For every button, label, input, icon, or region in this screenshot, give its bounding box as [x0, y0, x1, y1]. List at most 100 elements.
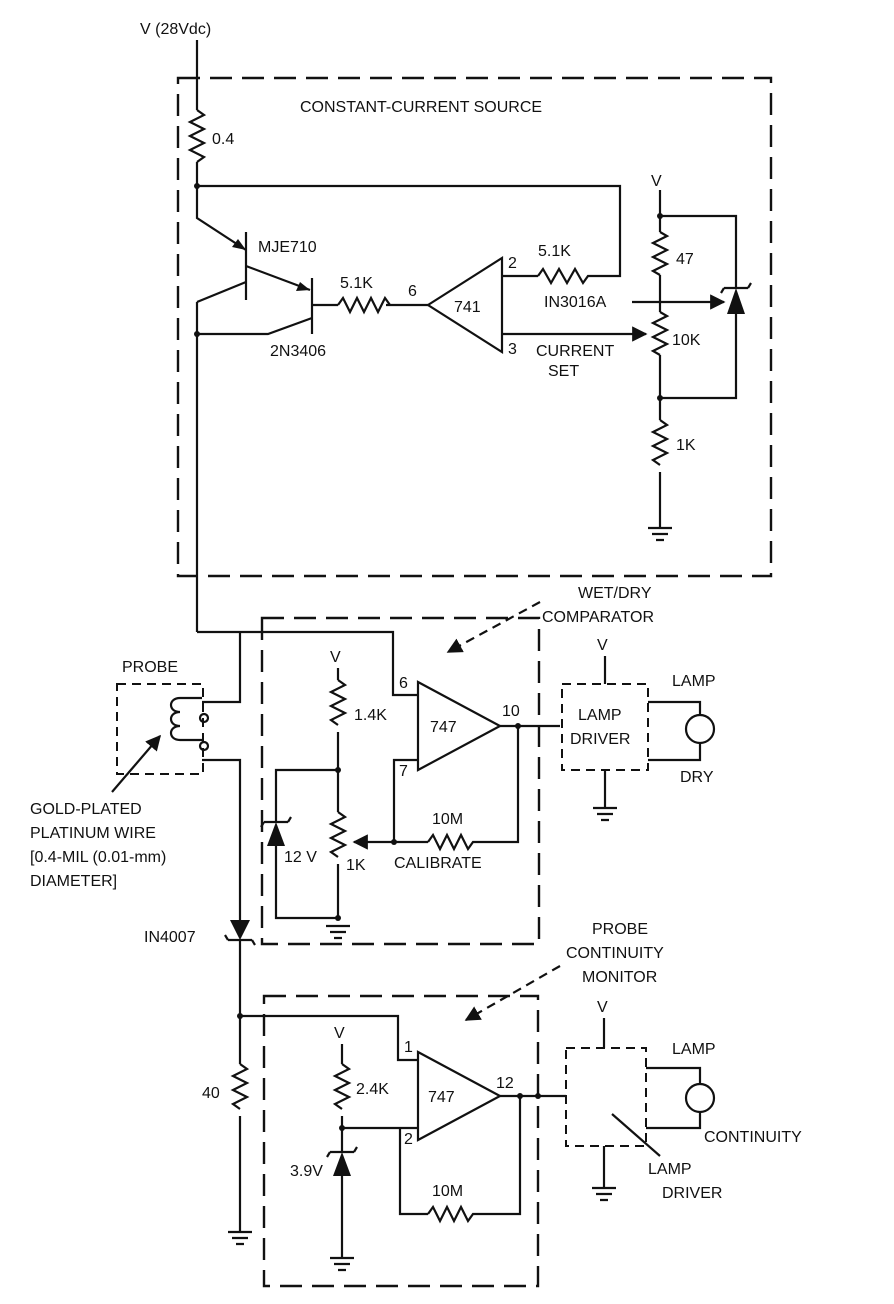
zener-12v: [260, 816, 292, 846]
zener-3-9v-label: 3.9V: [290, 1163, 323, 1180]
ground-lamp-driver-continuity: [592, 1186, 616, 1202]
pin-10-label: 10: [502, 703, 520, 720]
wire-pointer: [111, 734, 162, 793]
pin-7-label: 7: [399, 763, 408, 780]
continuity-label: CONTINUITY: [704, 1129, 802, 1146]
pin-6b-label: 6: [399, 675, 408, 692]
pot-1k-label: 1K: [346, 857, 366, 874]
resistor-5-1k-base: [337, 295, 391, 315]
current-set-label-2: SET: [548, 363, 579, 380]
lamp-driver-dry-label-1: LAMP: [578, 707, 622, 724]
zener-12v-label: 12 V: [284, 849, 317, 866]
pot-10k-label: 10K: [672, 332, 701, 349]
resistor-10m-comparator: [427, 726, 520, 852]
q1-label: MJE710: [258, 239, 317, 256]
opamp-741: [425, 255, 504, 355]
lamp-driver-continuity: [565, 1047, 647, 1147]
ccs-title: CONSTANT-CURRENT SOURCE: [300, 99, 542, 116]
v-top-label: V: [651, 173, 662, 190]
pot-1k: [328, 811, 348, 858]
ground-lamp-driver-dry: [593, 806, 617, 822]
q2-label: 2N3406: [270, 343, 326, 360]
wet-dry-label-1: WET/DRY: [578, 585, 652, 602]
resistor-1-4k: [328, 679, 348, 726]
r-10m-monitor-label: 10M: [432, 1183, 463, 1200]
v-lamp-driver-continuity-label: V: [597, 999, 608, 1016]
lamp-dry-label: LAMP: [672, 673, 716, 690]
pin-3-label: 3: [508, 341, 517, 358]
wire-label-1: GOLD-PLATED: [30, 801, 142, 818]
v-monitor-label: V: [334, 1025, 345, 1042]
resistor-0-4: [187, 109, 207, 163]
r-5-1k-fb-label: 5.1K: [538, 243, 571, 260]
lamp-continuity-label: LAMP: [672, 1041, 716, 1058]
probe-label: PROBE: [122, 659, 178, 676]
resistor-2-4k: [332, 1063, 352, 1110]
wire-label-2: PLATINUM WIRE: [30, 825, 156, 842]
pin-2b-label: 2: [404, 1131, 413, 1148]
ground-monitor: [330, 1256, 354, 1272]
resistor-1k: [650, 419, 670, 466]
supply-line: [187, 40, 207, 189]
opamp-747-monitor-label: 747: [428, 1089, 455, 1106]
zener-3-9v: [326, 1146, 358, 1176]
transistor-mje710: [195, 186, 248, 304]
pin-2-label: 2: [508, 255, 517, 272]
r-10m-comparator-label: 10M: [432, 811, 463, 828]
probe-wire-coil: [169, 696, 202, 742]
r-47-label: 47: [676, 251, 694, 268]
probe: [116, 683, 242, 920]
ccs-boundary: [176, 76, 773, 578]
lamp-driver-dry-label-2: DRIVER: [570, 731, 630, 748]
pin-6-label: 6: [408, 283, 417, 300]
zener-in3016a-label: IN3016A: [544, 294, 607, 311]
opamp-747-monitor: [416, 1050, 503, 1142]
current-set-label-1: CURRENT: [536, 343, 614, 360]
opamp-747-comparator-label: 747: [430, 719, 457, 736]
pcm-label-3: MONITOR: [582, 969, 657, 986]
ground-40: [228, 1230, 252, 1246]
opamp-747-comparator: [416, 680, 503, 772]
wire-label-3: [0.4-MIL (0.01-mm): [30, 849, 166, 866]
diode-label: IN4007: [144, 929, 196, 946]
resistor-10m-monitor: [427, 1096, 522, 1224]
pcm-label-2: CONTINUITY: [566, 945, 664, 962]
r-1k-label: 1K: [676, 437, 696, 454]
r-40-label: 40: [202, 1085, 220, 1102]
r-2-4k-label: 2.4K: [356, 1081, 389, 1098]
pcm-pointer: [464, 965, 561, 1021]
constant-current-source: [176, 40, 773, 632]
wet-dry-comparator: [197, 616, 716, 946]
lamp-driver-dry: [561, 683, 649, 771]
probe-continuity-monitor: [228, 994, 716, 1288]
v-comparator-label: V: [330, 649, 341, 666]
wet-dry-pointer: [446, 601, 541, 653]
comparator-boundary: [260, 616, 541, 946]
lamp-dry-icon: [684, 713, 716, 745]
pot-10k: [650, 311, 670, 356]
dry-label: DRY: [680, 769, 714, 786]
r-0-4-label: 0.4: [212, 131, 234, 148]
calibrate-label: CALIBRATE: [394, 855, 482, 872]
lamp-continuity-icon: [684, 1082, 716, 1114]
ground-ccs: [648, 526, 672, 542]
probe-terminal-bottom: [198, 740, 210, 752]
zener-in3016a: [720, 282, 752, 314]
pcm-label-1: PROBE: [592, 921, 648, 938]
lamp-driver-continuity-label-2: DRIVER: [662, 1185, 722, 1202]
wire-label-4: DIAMETER]: [30, 873, 117, 890]
resistor-40: [230, 1063, 250, 1110]
resistor-47: [650, 231, 670, 276]
r-5-1k-base-label: 5.1K: [340, 275, 373, 292]
resistor-5-1k-fb: [537, 266, 593, 286]
opamp-741-label: 741: [454, 299, 481, 316]
pin-12-label: 12: [496, 1075, 514, 1092]
probe-terminal-top: [198, 712, 210, 724]
feedback-wire: [197, 184, 622, 278]
lamp-driver-continuity-label-1: LAMP: [648, 1161, 692, 1178]
supply-label: V (28Vdc): [140, 21, 211, 38]
diode-in4007: [224, 920, 256, 1064]
wet-dry-label-2: COMPARATOR: [542, 609, 654, 626]
v-lamp-driver-dry-label: V: [597, 637, 608, 654]
